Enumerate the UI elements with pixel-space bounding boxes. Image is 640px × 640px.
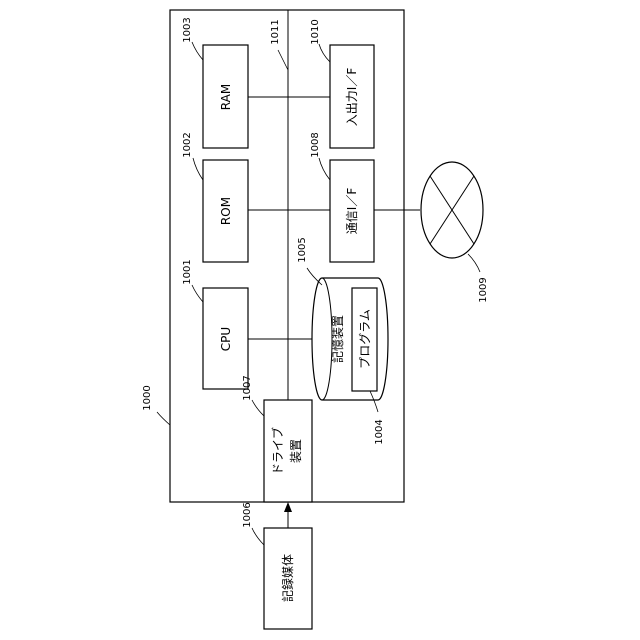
medium-label: 記録媒体: [280, 554, 295, 602]
rom-label: ROM: [219, 197, 233, 225]
network-ref: 1009: [478, 277, 489, 302]
cpu-ref: 1001: [182, 259, 193, 284]
storage-label: 記憶装置: [330, 315, 345, 363]
drive-label-line1: ドライブ: [270, 427, 285, 475]
bus-ref: 1011: [270, 19, 281, 44]
drive-label-line2: 装置: [289, 439, 303, 463]
io-if-ref: 1010: [310, 19, 321, 44]
system-ref: 1000: [142, 385, 153, 410]
medium-to-drive-arrowhead: [284, 502, 292, 512]
rom-ref: 1002: [182, 132, 193, 157]
drive-ref: 1007: [242, 375, 253, 400]
ram-ref: 1003: [182, 17, 193, 42]
program-ref: 1004: [374, 419, 385, 444]
io-if-label: 入出力I／F: [345, 68, 359, 127]
ram-label: RAM: [219, 84, 233, 110]
system-ref-leader: [157, 412, 170, 425]
program-label: プログラム: [358, 309, 372, 369]
comm-if-ref: 1008: [310, 132, 321, 157]
storage-ref: 1005: [297, 237, 308, 262]
comm-if-label: 通信I／F: [345, 188, 359, 235]
medium-ref-leader: [252, 528, 264, 545]
network-ref-leader: [468, 254, 480, 272]
cpu-label: CPU: [219, 327, 233, 351]
medium-ref: 1006: [242, 502, 253, 527]
